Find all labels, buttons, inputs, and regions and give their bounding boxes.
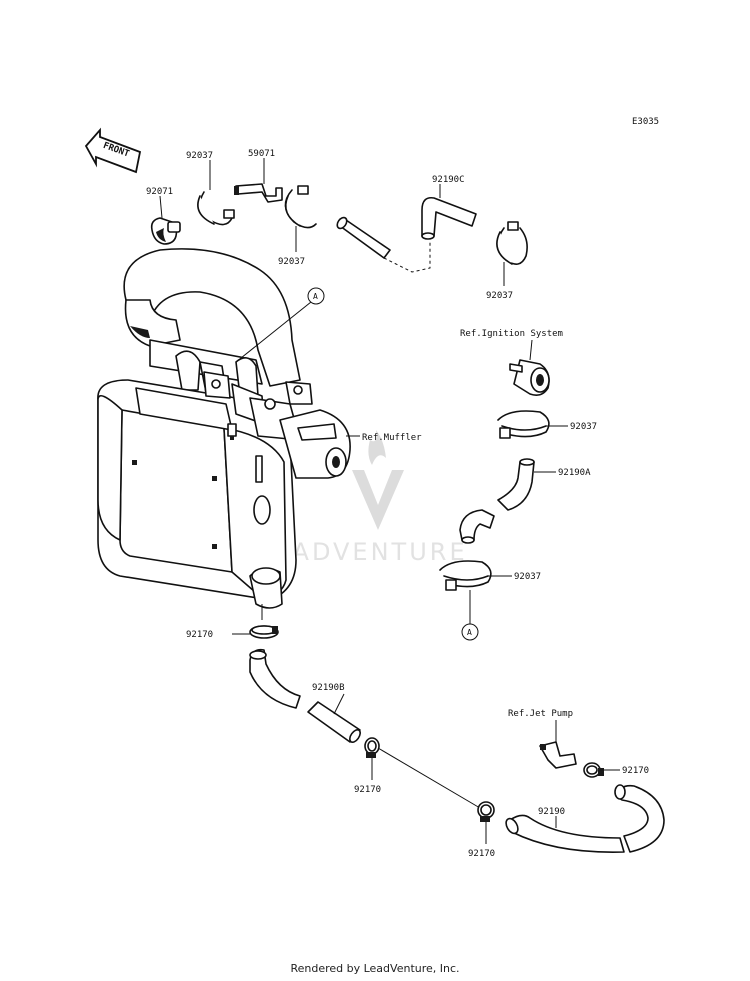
part-92190b-hose <box>307 693 361 743</box>
part-92037-clamp-left <box>197 160 235 226</box>
part-92170-clamp-d <box>477 801 495 844</box>
ref-marker-a-bottom: A <box>461 623 479 641</box>
ref-marker-a-top: A <box>307 287 325 305</box>
part-92170-clamp-c <box>583 762 620 778</box>
part-92037-clamp-lower-right <box>439 560 512 624</box>
part-92037-clamp-right-top <box>496 221 528 286</box>
callout-92190: 92190 <box>538 807 565 817</box>
part-92190c-elbow-hose <box>421 184 477 240</box>
callout-92190c: 92190C <box>432 175 465 185</box>
callout-92037-top-left: 92037 <box>186 151 213 161</box>
part-92037-clamp-middle <box>284 185 317 252</box>
ignition-fitting <box>509 359 550 396</box>
callout-92071: 92071 <box>146 187 173 197</box>
part-92190-hose <box>505 784 665 853</box>
diagram-code: E3035 <box>632 117 659 127</box>
callout-92190a: 92190A <box>558 468 591 478</box>
callout-92170-d: 92170 <box>468 849 495 859</box>
part-hose-bend-left <box>249 648 301 709</box>
callout-92037-mid-right: 92037 <box>570 422 597 432</box>
callout-92190b: 92190B <box>312 683 345 693</box>
ref-ignition-label: Ref.Ignition System <box>460 329 563 339</box>
callout-92170-a: 92170 <box>186 630 213 640</box>
part-straight-hose <box>336 216 431 273</box>
part-59071-fitting <box>234 158 283 203</box>
front-arrow-icon: FRONT <box>84 127 142 174</box>
callout-92037-top-right: 92037 <box>486 291 513 301</box>
callout-59071: 59071 <box>248 149 275 159</box>
callout-92170-b: 92170 <box>354 785 381 795</box>
jet-pump-elbow-fitting <box>539 741 577 769</box>
part-92170-clamp-b <box>364 737 481 809</box>
part-92190a-hose-lower <box>459 509 495 544</box>
part-92071-plug <box>150 195 181 245</box>
part-92037-clamp-mid-right <box>497 410 568 439</box>
ref-a-bottom-label: A <box>467 628 472 637</box>
part-92190a-hose <box>497 458 556 511</box>
callout-92037-lower-right: 92037 <box>514 572 541 582</box>
ref-jet-pump-label: Ref.Jet Pump <box>508 709 573 719</box>
ref-muffler-label: Ref.Muffler <box>362 433 422 443</box>
callout-92170-c: 92170 <box>622 766 649 776</box>
callout-92037-top-middle: 92037 <box>278 257 305 267</box>
waterbox-muffler-assembly <box>97 248 360 620</box>
part-92170-clamp-a <box>232 625 279 639</box>
footer-credit: Rendered by LeadVenture, Inc. <box>290 962 460 975</box>
ref-a-top-label: A <box>313 292 318 301</box>
